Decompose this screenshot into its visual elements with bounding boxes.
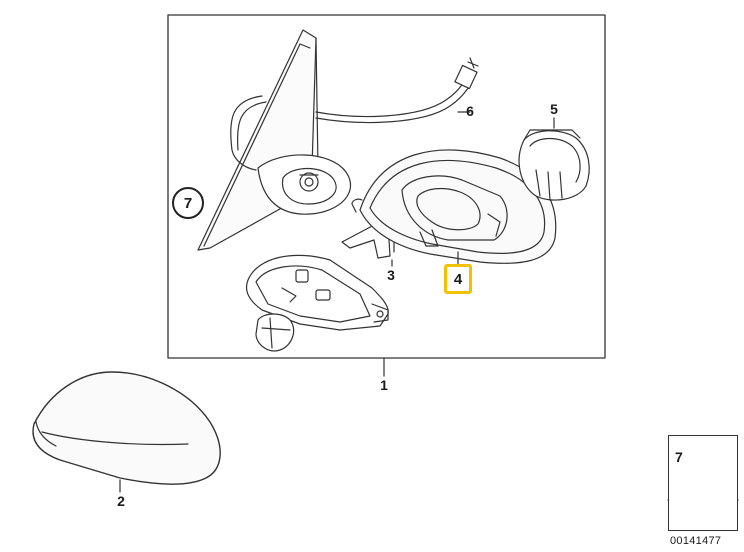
callout-part-4-highlighted: 4 xyxy=(444,264,472,294)
mirror-housing-part-4 xyxy=(351,149,557,265)
mirror-cover-part-2 xyxy=(32,371,221,493)
wiring-harness-part xyxy=(230,57,479,171)
diagram-id: 00141477 xyxy=(670,535,722,547)
callout-part-3: 3 xyxy=(387,267,395,283)
legend-part-number: 7 xyxy=(675,449,683,465)
mirror-motor-part-5 xyxy=(518,117,590,201)
mounting-plate-part xyxy=(245,254,389,352)
assembly-frame xyxy=(167,14,606,359)
fastener-legend-box xyxy=(668,435,738,531)
callout-part-1: 1 xyxy=(380,377,388,393)
callout-part-6: 6 xyxy=(466,103,474,119)
callout-part-5: 5 xyxy=(550,101,558,117)
callout-part-7-circled: 7 xyxy=(172,187,204,219)
mirror-base-part xyxy=(197,29,352,251)
callout-part-2: 2 xyxy=(117,493,125,509)
